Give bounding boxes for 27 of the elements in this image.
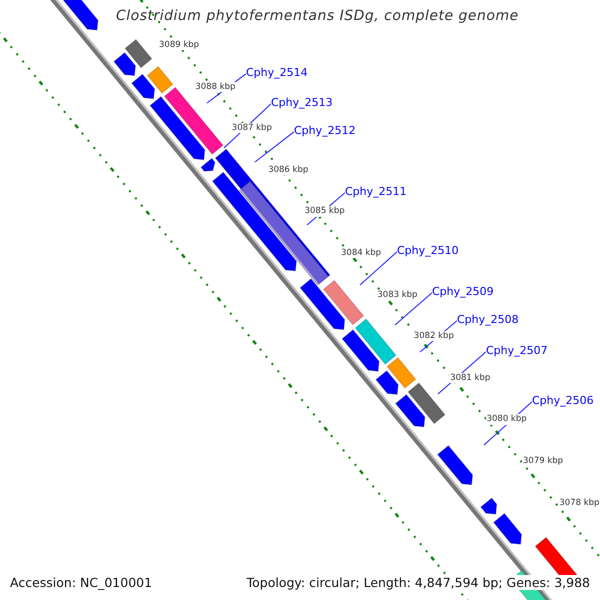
- leader-line: [254, 131, 294, 162]
- tick-label: 3078 kbp: [558, 498, 600, 508]
- accession-text: Accession: NC_010001: [10, 575, 152, 590]
- gene-label: Cphy_2510: [397, 244, 459, 258]
- gene-label: Cphy_2512: [294, 124, 356, 138]
- leader-line: [360, 251, 398, 286]
- tick-label: 3085 kbp: [304, 206, 346, 217]
- genome-stats-text: Topology: circular; Length: 4,847,594 bp; Genes: 3,988: [246, 575, 590, 590]
- gene-label: Cphy_2511: [345, 185, 407, 198]
- gene-label: Cphy_2506: [532, 394, 594, 408]
- tick-label: 3079 kbp: [522, 456, 564, 466]
- gene-label: Cphy_2513: [271, 96, 333, 110]
- tick-label: 3087 kbp: [230, 123, 273, 134]
- title: Clostridium phytofermentans ISDg, complete genome: [116, 8, 519, 25]
- tick-label: 3080 kbp: [486, 414, 528, 425]
- tick-label: 3082 kbp: [412, 331, 455, 342]
- tick-label: 3081 kbp: [449, 372, 492, 383]
- gene-label: Cphy_2508: [457, 313, 519, 326]
- tick-label: 3086 kbp: [267, 164, 310, 175]
- tick-label: 3084 kbp: [340, 248, 382, 258]
- gene-label: Cphy_2507: [486, 344, 548, 358]
- gene-label: Cphy_2509: [432, 285, 494, 298]
- leader-line: [394, 292, 432, 326]
- tick-label: 3089 kbp: [158, 40, 200, 50]
- gene-label: Cphy_2514: [246, 66, 308, 80]
- tick-label: 3088 kbp: [194, 82, 236, 92]
- tick-label: 3083 kbp: [376, 290, 418, 300]
